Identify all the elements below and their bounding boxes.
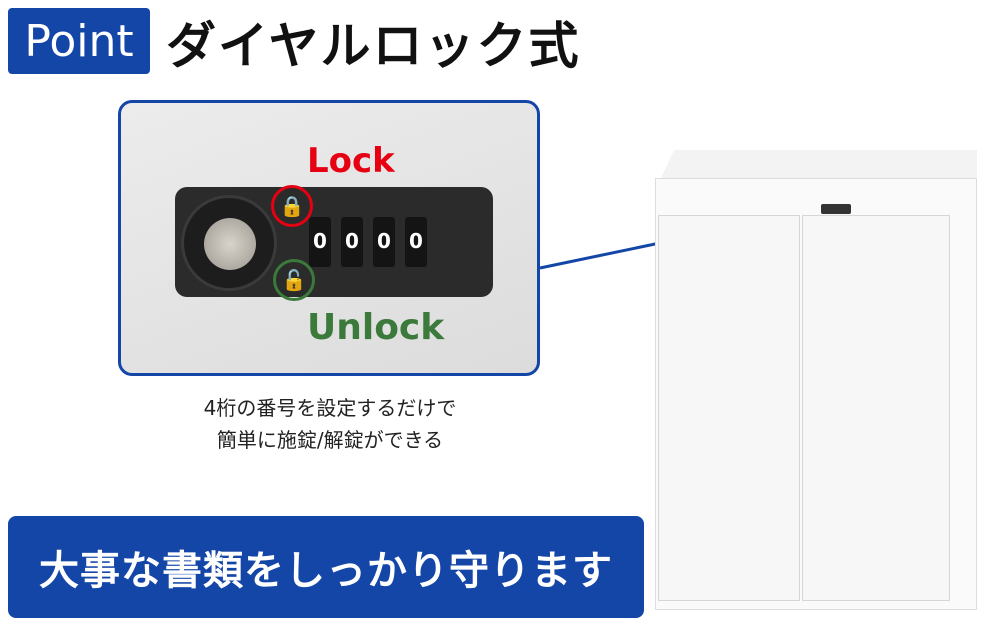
dial-wheel: 0 bbox=[309, 217, 331, 267]
right-door bbox=[802, 215, 950, 601]
point-badge: Point bbox=[8, 8, 150, 74]
dial-wheel: 0 bbox=[405, 217, 427, 267]
storage-cabinet bbox=[655, 150, 977, 610]
lock-closeup-photo: Lock 0 0 0 0 🔒 🔓 Unlock bbox=[118, 100, 540, 376]
dial-wheel: 0 bbox=[341, 217, 363, 267]
key-knob bbox=[181, 195, 277, 291]
cabinet-dial-lock bbox=[821, 204, 851, 214]
caption-line-1: 4桁の番号を設定するだけで bbox=[203, 396, 457, 420]
cabinet-body bbox=[655, 178, 977, 610]
feature-banner: 大事な書類をしっかり守ります bbox=[8, 516, 644, 618]
dial-wheel: 0 bbox=[373, 217, 395, 267]
caption-line-2: 簡単に施錠/解錠ができる bbox=[216, 428, 444, 452]
locked-padlock-icon: 🔒 bbox=[271, 185, 313, 227]
unlocked-padlock-icon: 🔓 bbox=[273, 259, 315, 301]
lock-label: Lock bbox=[307, 141, 395, 181]
key-cylinder bbox=[204, 218, 256, 270]
left-door bbox=[658, 215, 800, 601]
dial-lock: 0 0 0 0 bbox=[175, 187, 493, 297]
unlock-label: Unlock bbox=[307, 307, 445, 348]
page-title: ダイヤルロック式 bbox=[166, 17, 581, 75]
